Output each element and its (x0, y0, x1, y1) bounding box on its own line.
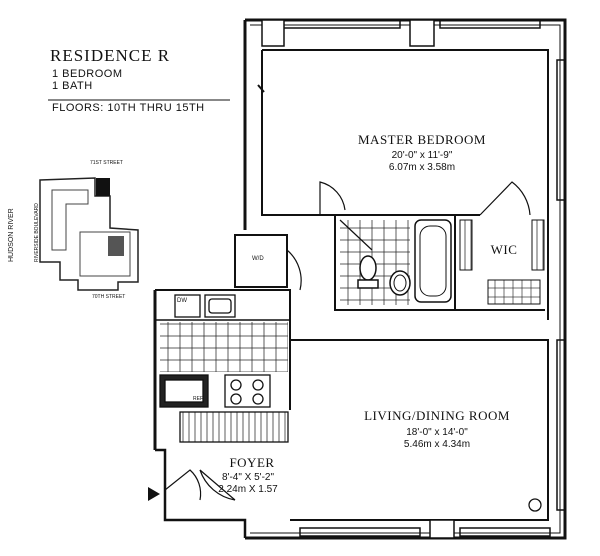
living-dining-dim-m: 5.46m x 4.34m (403, 439, 471, 450)
master-bedroom-label: MASTER BEDROOM (358, 132, 486, 147)
master-bedroom-dim-m: 6.07m x 3.58m (388, 162, 456, 173)
wic-label: WIC (482, 242, 526, 258)
bath-count: 1 BATH (52, 80, 93, 92)
bedroom-count: 1 BEDROOM (52, 68, 123, 80)
foyer-dim-ft: 8'-4" X 5'-2" (221, 472, 275, 483)
keyplan-street-top: 71ST STREET (90, 160, 123, 166)
windows-right (556, 59, 566, 511)
master-bedroom-dim-ft: 20'-0" x 11'-9" (391, 150, 453, 161)
windows-bottom (299, 519, 551, 539)
windows-top (261, 19, 541, 47)
refrigerator-label: REF (193, 396, 203, 402)
bathroom-fixtures (339, 219, 452, 303)
walls (153, 18, 567, 540)
residence-title: RESIDENCE R (50, 46, 171, 65)
column-mark (528, 498, 542, 512)
wic-shelves (459, 219, 545, 305)
column-mark (257, 84, 265, 93)
living-dining-dim-ft: 18'-0" x 14'-0" (406, 427, 468, 438)
living-dining-label: LIVING/DINING ROOM (364, 408, 510, 423)
floor-range: FLOORS: 10TH THRU 15TH (52, 102, 205, 114)
door-swings (164, 181, 531, 501)
foyer-label: FOYER (222, 455, 282, 471)
kitchen-fixtures (159, 294, 271, 408)
keyplan-river: HUDSON RIVER (8, 208, 15, 262)
foyer-dim-m: 2.24m X 1.57 (218, 484, 278, 495)
keyplan-boulevard: RIVERSIDE BOULEVARD (34, 203, 40, 262)
key-plan (39, 177, 139, 291)
washer-dryer-label: W/D (252, 256, 264, 262)
entry-arrow-icon (148, 487, 160, 501)
foyer-closet (179, 411, 289, 443)
dishwasher-label: DW (177, 298, 187, 304)
kitchen-tile (160, 322, 288, 372)
keyplan-street-bottom: 70TH STREET (92, 294, 126, 300)
key-plan-highlight (96, 178, 110, 196)
